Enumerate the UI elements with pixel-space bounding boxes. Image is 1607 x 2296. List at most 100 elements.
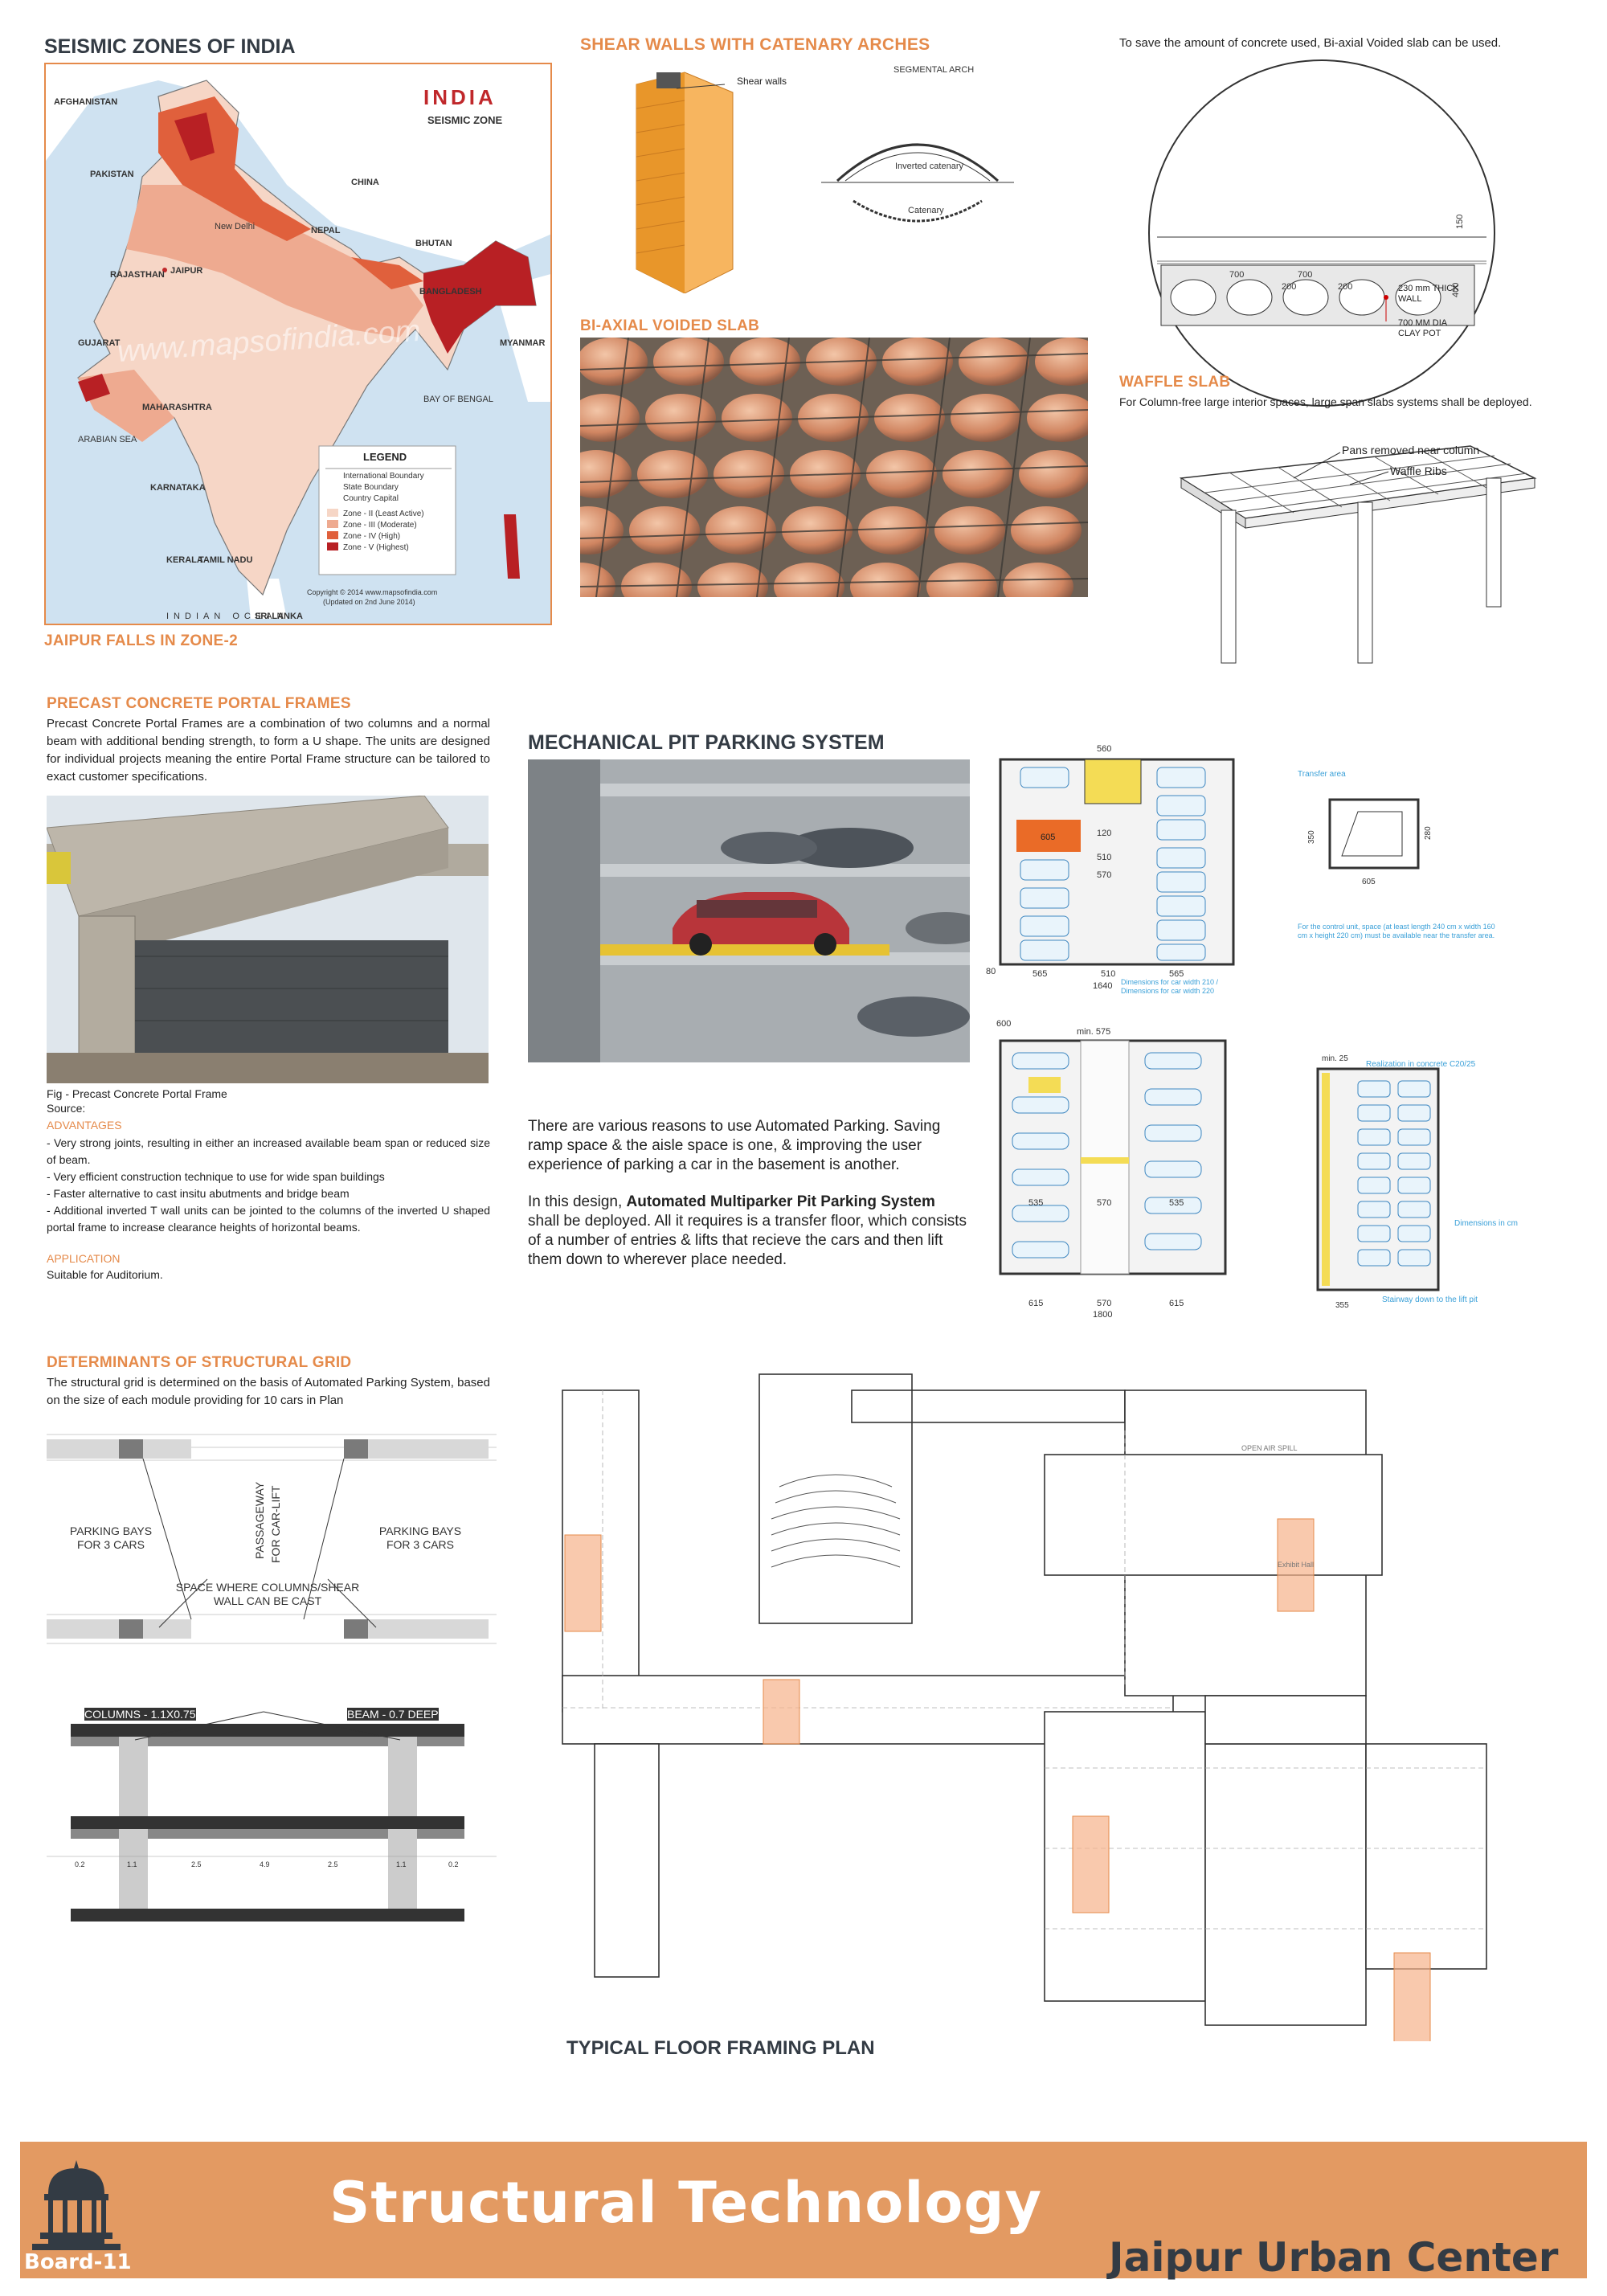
plan-note: Dimensions for car width 210 / Dimension… — [1121, 978, 1219, 995]
clay-pot — [580, 506, 624, 555]
svg-text:280: 280 — [1424, 826, 1433, 840]
svg-text:1.1: 1.1 — [127, 1860, 137, 1868]
svg-text:Zone - V (Highest): Zone - V (Highest) — [343, 543, 409, 552]
svg-text:Copyright © 2014 www.mapsofind: Copyright © 2014 www.mapsofindia.com — [307, 588, 437, 596]
banner-underline — [20, 2274, 1587, 2278]
biaxial-title: BI-AXIAL VOIDED SLAB — [580, 317, 760, 334]
floorplan-title: TYPICAL FLOOR FRAMING PLAN — [566, 2037, 875, 2059]
floor-framing-plan: OPEN AIR SPILL Exhibit Hall — [530, 1366, 1527, 2050]
advantage-item: - Faster alternative to cast insitu abut… — [47, 1187, 350, 1200]
svg-text:CLAY POT: CLAY POT — [1398, 329, 1441, 338]
clay-pot — [1011, 506, 1082, 555]
svg-text:FOR 3 CARS: FOR 3 CARS — [77, 1538, 145, 1551]
seismic-title: SEISMIC ZONES OF INDIA — [44, 35, 296, 58]
grid-text: The structural grid is determined on the… — [47, 1376, 490, 1407]
waffle-text: For Column-free large interior spaces, l… — [1119, 395, 1532, 408]
clay-pot — [645, 394, 716, 442]
svg-text:Stairway down to the lift pit: Stairway down to the lift pit — [1382, 1295, 1478, 1304]
clay-pot — [637, 450, 708, 498]
svg-text:Waffle Ribs: Waffle Ribs — [1390, 465, 1447, 477]
transfer-diagram: 605 280 350 — [1298, 784, 1442, 888]
svg-text:PARKING BAYS: PARKING BAYS — [70, 1525, 152, 1537]
svg-text:JAIPUR: JAIPUR — [170, 266, 202, 276]
clay-pot — [1035, 338, 1088, 386]
clay-pot — [858, 506, 929, 555]
svg-text:355: 355 — [1335, 1301, 1349, 1310]
svg-text:570: 570 — [1097, 1198, 1111, 1208]
advantage-item: - Very efficient construction technique … — [47, 1170, 385, 1183]
advantages-title: ADVANTAGES — [47, 1119, 122, 1132]
svg-text:Dimensions in cm: Dimensions in cm — [1454, 1219, 1518, 1228]
svg-text:MAHARASHTRA: MAHARASHTRA — [142, 403, 212, 412]
clay-pot — [951, 394, 1021, 442]
svg-text:OPEN AIR SPILL: OPEN AIR SPILL — [1241, 1444, 1298, 1452]
clay-pot — [580, 338, 648, 386]
grid-plan: PARKING BAYS FOR 3 CARS PARKING BAYS FOR… — [47, 1426, 497, 1651]
svg-text:535: 535 — [1028, 1198, 1043, 1208]
shear-title: SHEAR WALLS WITH CATENARY ARCHES — [580, 35, 930, 54]
svg-text:PASSAGEWAY: PASSAGEWAY — [253, 1481, 266, 1559]
svg-text:510: 510 — [1101, 969, 1115, 979]
precast-text: Precast Concrete Portal Frames are a com… — [47, 717, 490, 784]
svg-text:570: 570 — [1097, 1299, 1111, 1308]
footer-banner — [20, 2142, 1587, 2278]
clay-pot — [934, 506, 1005, 555]
clay-pot — [722, 394, 792, 442]
clay-pot — [580, 450, 632, 498]
svg-text:350: 350 — [1307, 830, 1316, 844]
application-title: APPLICATION — [47, 1252, 121, 1265]
svg-text:International Boundary: International Boundary — [343, 472, 424, 481]
svg-text:120: 120 — [1097, 829, 1111, 838]
clay-pot — [943, 450, 1013, 498]
shear-diagram: Shear walls SEGMENTAL ARCH Inverted cate… — [580, 60, 1094, 294]
clay-pot — [705, 506, 776, 555]
svg-text:Inverted catenary: Inverted catenary — [895, 162, 963, 171]
svg-text:SRI LANKA: SRI LANKA — [255, 612, 303, 621]
parking-para-1: There are various reasons to use Automat… — [528, 1118, 941, 1173]
waffle-diagram: Pans removed near column Waffle Ribs — [1133, 430, 1559, 671]
svg-text:KERALA: KERALA — [166, 555, 203, 565]
svg-text:80: 80 — [986, 967, 996, 976]
svg-text:0.2: 0.2 — [448, 1860, 459, 1868]
precast-photo — [47, 796, 489, 1083]
advantage-item: - Additional inverted T wall units can b… — [47, 1204, 490, 1234]
svg-text:700: 700 — [1298, 270, 1312, 280]
svg-text:INDIAN OCEAN: INDIAN OCEAN — [166, 612, 288, 621]
clay-pot — [874, 394, 945, 442]
clay-pot — [850, 563, 921, 597]
svg-text:4.9: 4.9 — [260, 1860, 270, 1868]
svg-text:2.5: 2.5 — [328, 1860, 338, 1868]
svg-text:560: 560 — [1097, 744, 1111, 754]
svg-text:PAKISTAN: PAKISTAN — [90, 170, 134, 179]
svg-text:Zone - II (Least Active): Zone - II (Least Active) — [343, 510, 424, 518]
svg-text:Zone - III (Moderate): Zone - III (Moderate) — [343, 521, 417, 530]
svg-text:KARNATAKA: KARNATAKA — [150, 483, 206, 493]
parking-system-name: Automated Multiparker Pit Parking System — [626, 1193, 935, 1210]
svg-text:Country Capital: Country Capital — [343, 494, 399, 503]
svg-text:TAMIL NADU: TAMIL NADU — [198, 555, 252, 565]
svg-text:Exhibit Hall: Exhibit Hall — [1278, 1561, 1314, 1569]
parking-para-2: In this design, Automated Multiparker Pi… — [528, 1193, 967, 1268]
clay-pot — [882, 338, 953, 386]
svg-text:535: 535 — [1169, 1198, 1184, 1208]
svg-text:400: 400 — [1451, 283, 1461, 297]
svg-text:PARKING BAYS: PARKING BAYS — [379, 1525, 461, 1537]
seismic-map: INDIA SEISMIC ZONE AFGHANISTAN PAKISTAN … — [44, 63, 552, 625]
clay-pot — [714, 450, 784, 498]
svg-text:Catenary: Catenary — [908, 206, 944, 215]
clay-pot — [730, 338, 800, 386]
seismic-footnote: JAIPUR FALLS IN ZONE-2 — [44, 632, 238, 649]
svg-text:700 MM DIA: 700 MM DIA — [1398, 318, 1448, 328]
svg-text:NEPAL: NEPAL — [311, 226, 341, 235]
svg-text:RAJASTHAN: RAJASTHAN — [110, 270, 165, 280]
svg-text:565: 565 — [1032, 969, 1047, 979]
chhatri-logo — [32, 2154, 121, 2250]
footer-title: Structural Technology — [329, 2170, 1043, 2236]
clay-pot — [1019, 450, 1088, 498]
svg-text:200: 200 — [1338, 282, 1352, 292]
svg-text:150: 150 — [1455, 215, 1465, 229]
svg-text:WALL: WALL — [1398, 294, 1422, 304]
svg-text:1800: 1800 — [1093, 1310, 1112, 1320]
svg-text:Zone - IV (High): Zone - IV (High) — [343, 532, 400, 541]
svg-text:200: 200 — [1282, 282, 1296, 292]
